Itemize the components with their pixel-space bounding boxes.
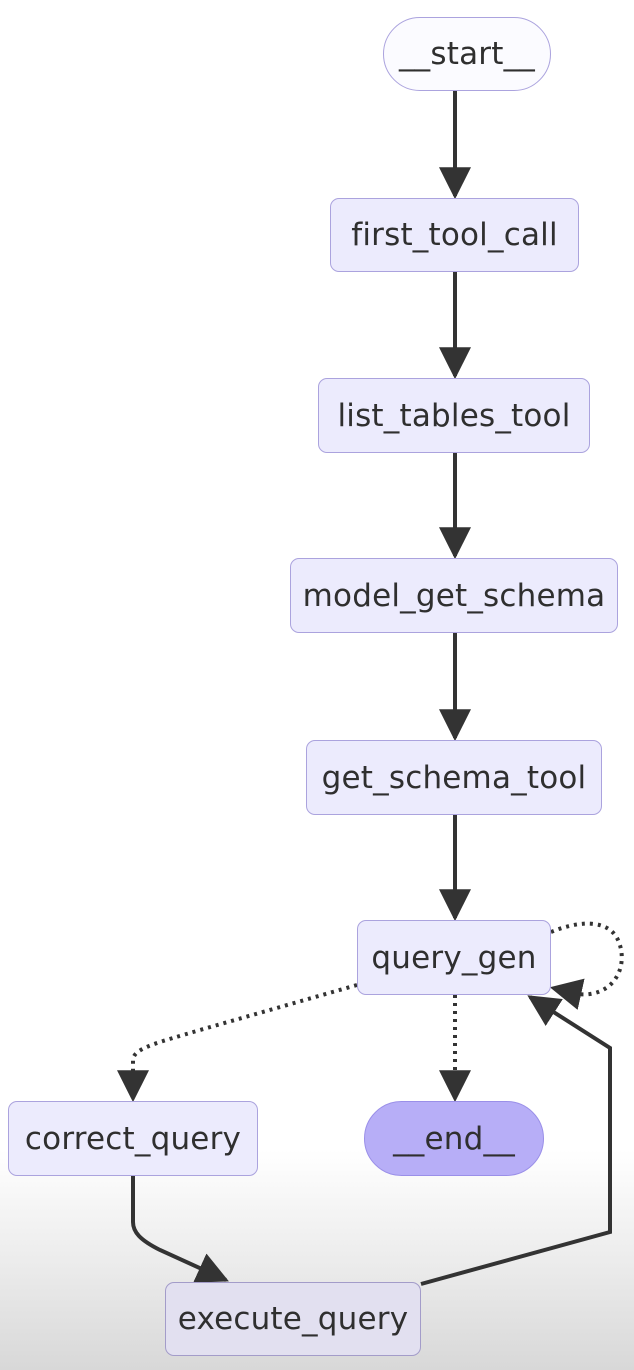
node-correct-query[interactable]: correct_query (8, 1101, 258, 1176)
node-list-tables-tool[interactable]: list_tables_tool (318, 378, 590, 453)
edge-query-gen-to-correct-query (117, 983, 358, 1103)
node-execute-query[interactable]: execute_query (165, 1282, 421, 1356)
node-first-tool-call[interactable]: first_tool_call (330, 198, 579, 272)
node-model-get-schema[interactable]: model_get_schema (290, 558, 618, 633)
node-query-gen[interactable]: query_gen (357, 920, 551, 995)
edge-correct-query-to-execute-query (131, 1176, 229, 1283)
edge-execute-query-to-query-gen (420, 995, 612, 1286)
node-get-schema-tool[interactable]: get_schema_tool (306, 740, 602, 815)
edge-query-gen-self-loop (549, 921, 624, 1010)
node-start[interactable]: __start__ (383, 17, 551, 91)
node-end[interactable]: __end__ (364, 1101, 544, 1176)
